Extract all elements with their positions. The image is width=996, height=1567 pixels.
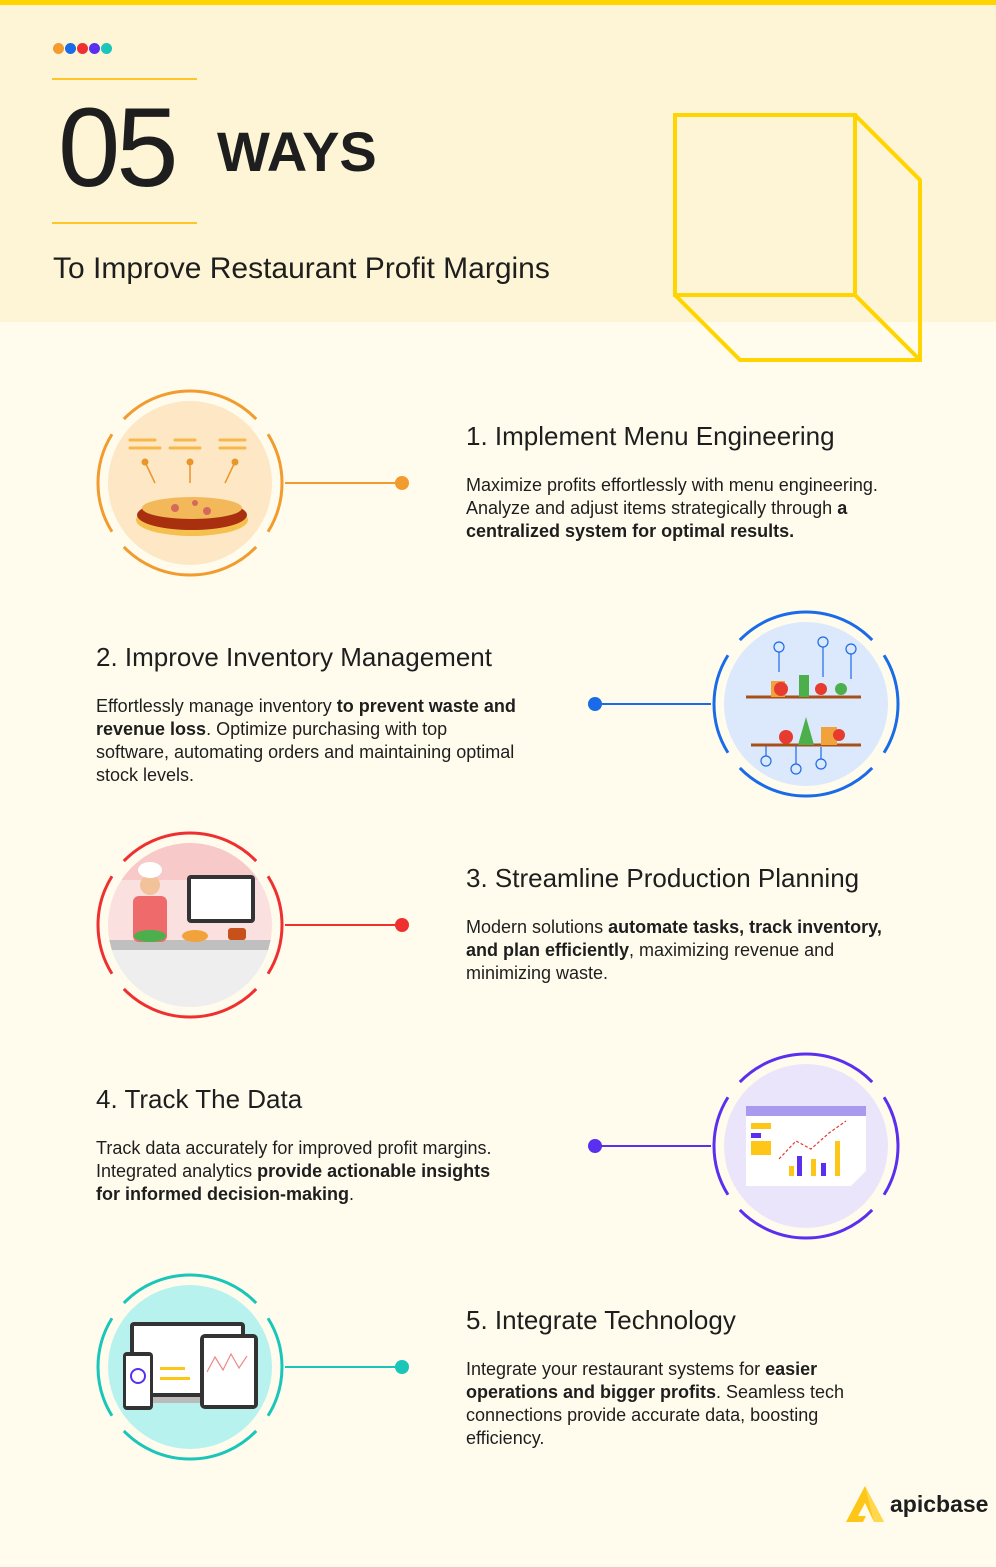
way-text: 5. Integrate Technology Integrate your r… [466, 1305, 886, 1450]
connector-line [285, 924, 402, 926]
connector-dot [588, 697, 602, 711]
color-dot [77, 43, 88, 54]
way-text: 1. Implement Menu Engineering Maximize p… [466, 421, 886, 543]
brand-name: apicbase [890, 1490, 989, 1517]
way-item-1: 1. Implement Menu Engineering Maximize p… [0, 389, 996, 683]
description-segment: Track data accurately for improved profi… [96, 1138, 492, 1182]
connector-dot [395, 476, 409, 490]
way-description: Modern solutions automate tasks, track i… [466, 916, 886, 985]
connector-line [595, 703, 711, 705]
color-dots [53, 43, 112, 54]
divider [52, 78, 197, 80]
color-dot [53, 43, 64, 54]
description-segment: provide actionable insights for informed… [96, 1161, 491, 1205]
cube-outline-icon [673, 113, 922, 362]
pizza-menu-icon [96, 389, 284, 577]
description-segment: a centralized system for optimal results… [466, 498, 848, 542]
way-title: 4. Track The Data [96, 1084, 303, 1114]
title-word: WAYS [217, 120, 377, 183]
description-segment: . [349, 1184, 355, 1205]
description-segment: Maximize profits effortlessly with menu … [466, 475, 878, 519]
way-item-3: 3. Streamline Production Planning Modern… [0, 831, 996, 1125]
top-accent-bar [0, 0, 996, 5]
way-item-2: 2. Improve Inventory Management Effortle… [0, 610, 996, 904]
way-text: 2. Improve Inventory Management Effortle… [96, 642, 516, 787]
way-description: Track data accurately for improved profi… [96, 1137, 516, 1206]
apicbase-logo[interactable]: apicbase [846, 1486, 988, 1522]
description-segment: , maximizing revenue and minimizing wast… [466, 940, 835, 984]
divider [52, 222, 197, 224]
connector-line [285, 1366, 402, 1368]
way-title: 2. Improve Inventory Management [96, 642, 492, 672]
hero-banner [0, 0, 996, 322]
chef-planning-icon [96, 831, 284, 1019]
way-item-5: 5. Integrate Technology Integrate your r… [0, 1273, 996, 1567]
connector-line [595, 1145, 711, 1147]
description-segment: automate tasks, track inventory, and pla… [466, 917, 882, 961]
color-dot [65, 43, 76, 54]
title-number: 05 [58, 85, 179, 210]
inventory-shelves-icon [712, 610, 900, 798]
description-segment: . Optimize purchasing with top software,… [96, 719, 515, 786]
description-segment: Effortlessly manage inventory [96, 696, 337, 717]
way-title: 3. Streamline Production Planning [466, 863, 860, 893]
description-segment: Modern solutions [466, 917, 609, 938]
way-title: 1. Implement Menu Engineering [466, 421, 835, 451]
way-item-4: 4. Track The Data Track data accurately … [0, 1052, 996, 1346]
way-title: 5. Integrate Technology [466, 1305, 736, 1335]
way-text: 3. Streamline Production Planning Modern… [466, 863, 886, 985]
color-dot [89, 43, 100, 54]
connector-dot [395, 1360, 409, 1374]
apicbase-logo-icon [846, 1486, 884, 1522]
color-dot [101, 43, 112, 54]
way-description: Maximize profits effortlessly with menu … [466, 474, 886, 543]
devices-icon [96, 1273, 284, 1461]
connector-dot [395, 918, 409, 932]
connector-dot [588, 1139, 602, 1153]
description-segment: easier operations and bigger profits [466, 1359, 818, 1403]
description-segment: to prevent waste and revenue loss [96, 696, 516, 740]
way-text: 4. Track The Data Track data accurately … [96, 1084, 516, 1206]
page-subtitle: To Improve Restaurant Profit Margins [53, 252, 550, 285]
analytics-dashboard-icon [712, 1052, 900, 1240]
way-description: Integrate your restaurant systems for ea… [466, 1358, 886, 1450]
way-description: Effortlessly manage inventory to prevent… [96, 695, 516, 787]
description-segment: . Seamless tech connections provide accu… [466, 1382, 845, 1449]
description-segment: Integrate your restaurant systems for [466, 1359, 766, 1380]
connector-line [285, 482, 402, 484]
